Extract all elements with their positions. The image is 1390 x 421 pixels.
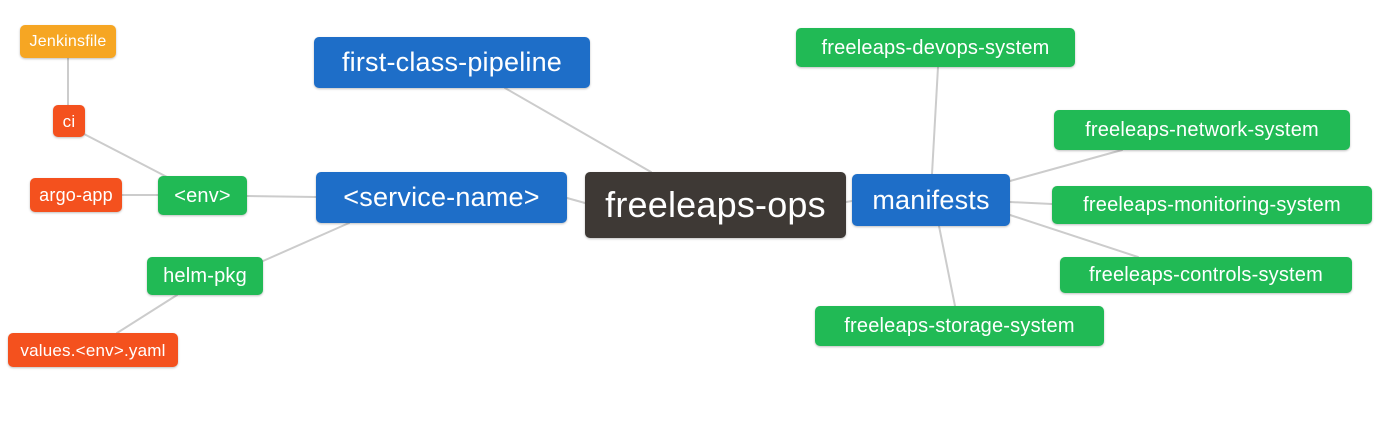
- edge-helm-pkg-to-values-env-yaml: [116, 294, 178, 334]
- mindmap-node-service-name: <service-name>: [316, 172, 567, 223]
- mindmap-node-freeleaps-ops: freeleaps-ops: [585, 172, 846, 238]
- edge-helm-pkg-to-service-name: [262, 222, 350, 262]
- mindmap-node-freeleaps-storage-system: freeleaps-storage-system: [815, 306, 1104, 346]
- edge-manifests-to-freeleaps-monitoring-system: [1009, 201, 1053, 205]
- mindmap-node-manifests: manifests: [852, 174, 1010, 226]
- mindmap-node-argo-app: argo-app: [30, 178, 122, 212]
- edge-manifests-to-freeleaps-devops-system: [931, 66, 939, 175]
- edge-manifests-to-freeleaps-controls-system: [1009, 214, 1139, 258]
- mindmap-node-freeleaps-monitoring-system: freeleaps-monitoring-system: [1052, 186, 1372, 224]
- edge-freeleaps-ops-to-manifests: [845, 200, 853, 203]
- edge-service-name-to-freeleaps-ops: [566, 197, 586, 204]
- mindmap-node-freeleaps-network-system: freeleaps-network-system: [1054, 110, 1350, 150]
- edge-manifests-to-freeleaps-storage-system: [938, 225, 956, 307]
- edge-ci-to-env: [83, 133, 168, 178]
- edge-first-class-pipeline-to-freeleaps-ops: [504, 87, 652, 173]
- mindmap-node-values-env-yaml: values.<env>.yaml: [8, 333, 178, 367]
- mindmap-node-first-class-pipeline: first-class-pipeline: [314, 37, 590, 88]
- edge-manifests-to-freeleaps-network-system: [1009, 149, 1123, 182]
- mindmap-node-ci: ci: [53, 105, 85, 137]
- mindmap-node-jenkinsfile: Jenkinsfile: [20, 25, 116, 58]
- edge-env-to-service-name: [246, 195, 317, 198]
- mindmap-node-helm-pkg: helm-pkg: [147, 257, 263, 295]
- mindmap-node-freeleaps-devops-system: freeleaps-devops-system: [796, 28, 1075, 67]
- mindmap-node-freeleaps-controls-system: freeleaps-controls-system: [1060, 257, 1352, 293]
- mindmap-node-env: <env>: [158, 176, 247, 215]
